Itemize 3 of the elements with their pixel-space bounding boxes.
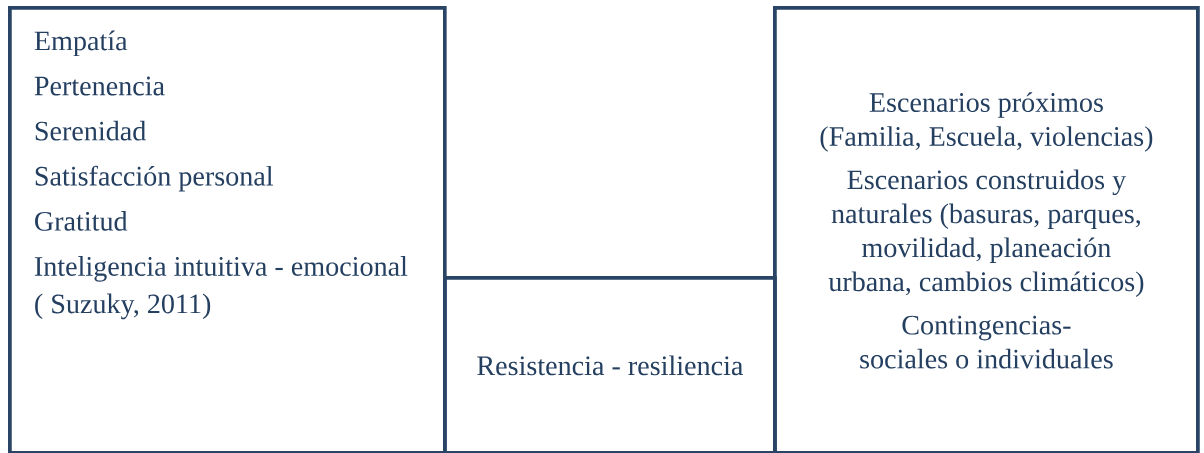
text-box: Resistencia - resiliencia (443, 276, 777, 453)
text-box: Empatía Pertenencia Serenidad Satisfacción personal Gratitud Inteligencia intuitiva - emocional ( Suzuky, 2011) (8, 6, 447, 453)
text-box: Escenarios próximos (Familia, Escuela, violencias) Escenarios construidos y naturales (basuras, parques, movilidad, planeación urbana, cambios climáticos) Contingencias- sociales o individuales (773, 6, 1200, 453)
